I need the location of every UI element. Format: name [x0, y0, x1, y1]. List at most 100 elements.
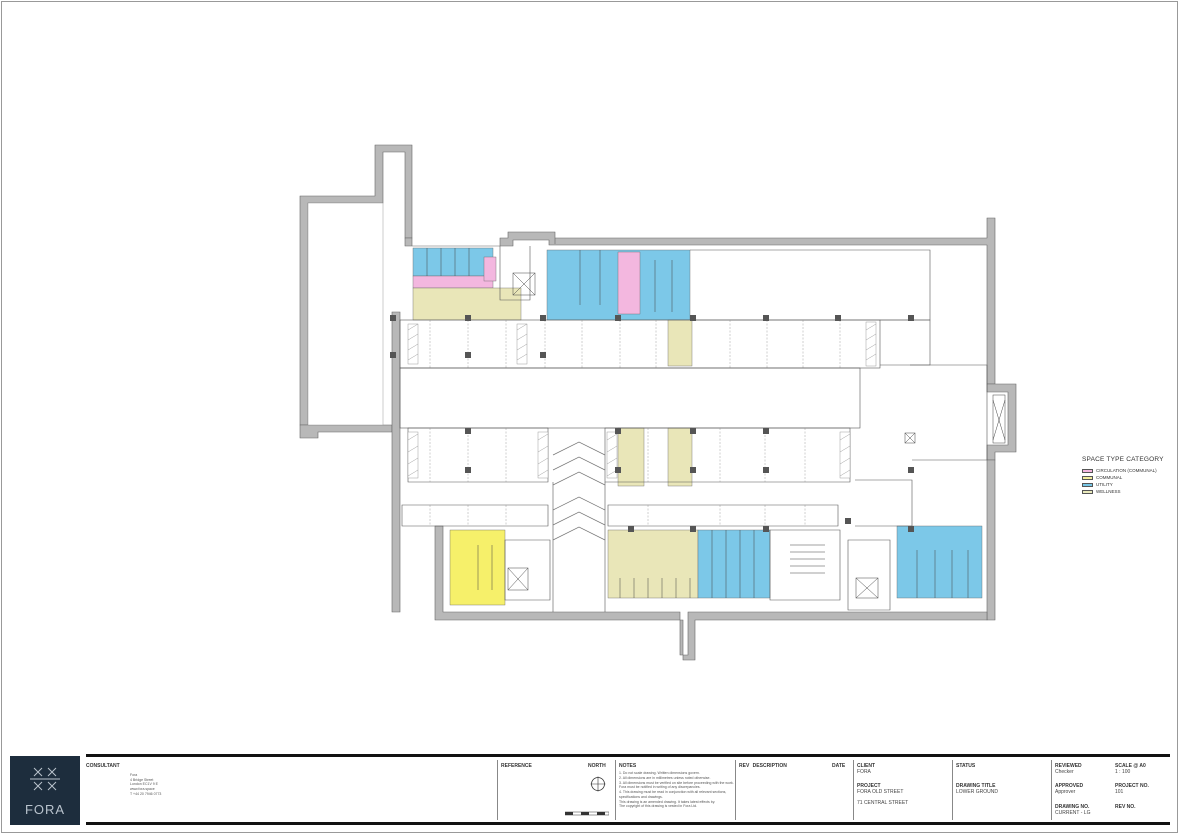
status-section: STATUS: [956, 763, 975, 769]
wall-south: [434, 525, 988, 661]
legend-title: SPACE TYPE CATEGORY: [1082, 456, 1164, 463]
legend-item-utility: UTILITY: [1082, 481, 1164, 488]
legend-item-wellness: WELLNESS: [1082, 488, 1164, 495]
wall-west: [391, 311, 401, 613]
legend-item-circulation: CIRCULATION (COMMUNAL): [1082, 467, 1164, 474]
divider: [735, 760, 736, 820]
fora-logo-icon: [30, 767, 60, 791]
divider: [615, 760, 616, 820]
floor-plan: [299, 144, 1017, 661]
revision-section: REV DESCRIPTION: [739, 763, 787, 769]
drawing-title-value: LOWER GROUND: [956, 789, 998, 796]
legend-label: UTILITY: [1096, 482, 1113, 487]
description-heading: DESCRIPTION: [752, 763, 787, 769]
legend-label: CIRCULATION (COMMUNAL): [1096, 468, 1157, 473]
zone-utility-lockers-nw: [412, 247, 494, 277]
drawing-no-value: CURRENT - LG: [1055, 810, 1091, 817]
approved-section: APPROVED Approver: [1055, 783, 1083, 796]
zone-circulation-n: [617, 251, 641, 315]
legend-swatch: [1082, 468, 1093, 473]
reference-heading: REFERENCE: [501, 763, 532, 769]
structural-columns: [390, 315, 914, 532]
ramp-chevrons: [552, 441, 606, 541]
zone-circulation-nw: [412, 275, 494, 289]
title-block-bottom-rule: [86, 822, 1170, 825]
north-section: NORTH: [588, 763, 606, 769]
annex-room: [307, 202, 384, 426]
notes-section: NOTES 1. Do not scale drawing. Written d…: [619, 763, 734, 809]
title-block: FORA CONSULTANT Fora 4 Bridge Street Lon…: [10, 754, 1170, 826]
wall-east-lower: [986, 459, 996, 621]
parking-bays: [429, 320, 841, 526]
cores: [507, 272, 1006, 599]
approved-value: Approver: [1055, 789, 1076, 796]
drawing-title-section: DRAWING TITLE LOWER GROUND: [956, 783, 998, 796]
zone-wellness-nw: [412, 287, 522, 321]
zone-wellness-n1: [667, 319, 693, 367]
consultant-address: Fora 4 Bridge Street London EC1V 9 E www…: [130, 773, 162, 796]
project-no-value: 101: [1115, 789, 1124, 796]
zone-communal-sw: [449, 529, 506, 606]
drawing-no-section: DRAWING NO. CURRENT - LG: [1055, 804, 1090, 817]
reviewed-value: Checker: [1055, 769, 1074, 776]
reviewed-section: REVIEWED Checker: [1055, 763, 1082, 776]
legend-swatch: [1082, 489, 1093, 494]
approved-heading: APPROVED: [1055, 783, 1084, 789]
divider: [853, 760, 854, 820]
project-section: PROJECT FORA OLD STREET 71 CENTRAL STREE…: [857, 783, 908, 806]
rev-no-heading: REV NO.: [1115, 804, 1136, 810]
drawing-no-heading: DRAWING NO.: [1055, 804, 1090, 810]
project-heading: PROJECT: [857, 783, 881, 789]
wall-east-bump: [986, 383, 1017, 461]
project-value: FORA OLD STREET: [857, 789, 904, 796]
status-heading: STATUS: [956, 763, 976, 769]
scale-bar-icon: [565, 811, 609, 816]
exterior-walls: [299, 144, 1017, 661]
zone-utility-se: [896, 525, 983, 599]
divider: [497, 760, 498, 820]
zone-circulation-stair: [483, 256, 497, 282]
project-address: 71 CENTRAL STREET: [857, 799, 909, 806]
client-value: FORA: [857, 769, 871, 776]
legend-label: COMMUNAL: [1096, 475, 1123, 480]
legend-item-communal: COMMUNAL: [1082, 474, 1164, 481]
divider: [952, 760, 953, 820]
north-arrow-icon: [590, 776, 606, 792]
consultant-heading: CONSULTANT: [86, 763, 120, 769]
fora-logo: FORA: [10, 756, 80, 825]
zone-utility-s: [697, 529, 771, 599]
north-heading: NORTH: [588, 763, 606, 769]
project-no-heading: PROJECT NO.: [1115, 783, 1149, 789]
zone-wellness-s: [607, 529, 699, 599]
drawing-title-heading: DRAWING TITLE: [956, 783, 996, 789]
date-section: DATE: [832, 763, 845, 769]
legend-label: WELLNESS: [1096, 489, 1121, 494]
notes-text: 1. Do not scale drawing. Written dimensi…: [619, 771, 734, 809]
space-type-legend: SPACE TYPE CATEGORY CIRCULATION (COMMUNA…: [1082, 456, 1164, 495]
client-heading: CLIENT: [857, 763, 876, 769]
client-section: CLIENT FORA: [857, 763, 875, 776]
divider: [1051, 760, 1052, 820]
rev-no-section: REV NO.: [1115, 804, 1136, 810]
scale-heading: SCALE @ A0: [1115, 763, 1146, 769]
reference-section: REFERENCE: [501, 763, 532, 769]
zone-wellness-c2: [667, 427, 693, 487]
hatched-strips: [407, 321, 877, 479]
legend-swatch: [1082, 482, 1093, 487]
rev-heading: REV: [739, 763, 750, 769]
notes-heading: NOTES: [619, 763, 637, 769]
consultant-section: CONSULTANT: [86, 763, 120, 769]
reviewed-heading: REVIEWED: [1055, 763, 1082, 769]
project-no-section: PROJECT NO. 101: [1115, 783, 1149, 796]
legend-swatch: [1082, 475, 1093, 480]
title-block-top-rule: [86, 754, 1170, 757]
space-zones: [412, 247, 983, 606]
scale-value: 1 : 100: [1115, 769, 1131, 776]
date-heading: DATE: [832, 763, 846, 769]
zone-wellness-c1: [617, 427, 645, 487]
scale-section: SCALE @ A0 1 : 100: [1115, 763, 1146, 776]
wall-west-lower: [299, 424, 393, 439]
logo-wordmark: FORA: [24, 802, 66, 817]
wall-north-main: [404, 217, 996, 385]
